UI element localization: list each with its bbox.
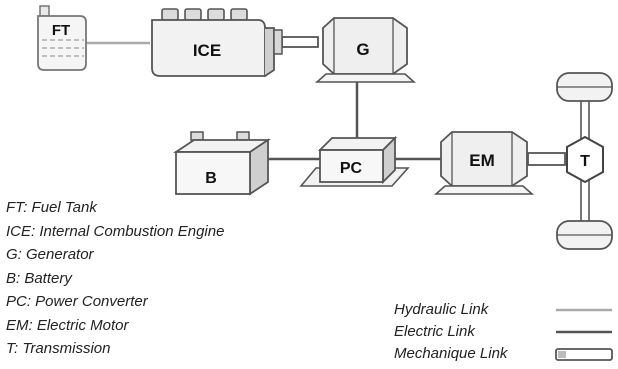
mechanical-link-em-t <box>527 152 566 166</box>
generator-label: G <box>356 40 369 59</box>
fuel-tank-label: FT <box>52 22 70 39</box>
legend-item-t: T: Transmission <box>6 340 111 357</box>
battery: B <box>173 131 271 196</box>
fuel-tank: FT <box>37 5 87 71</box>
mechanical-link-swatch <box>555 348 613 361</box>
wheel-bottom <box>556 220 613 250</box>
mechanical-link-ice-g <box>281 36 319 48</box>
legend-item-em: EM: Electric Motor <box>6 316 129 334</box>
power-converter-label: PC <box>340 160 363 177</box>
electric-link-label: Electric Link <box>394 323 475 340</box>
engine-label: ICE <box>193 41 221 60</box>
power-converter: PC <box>299 135 410 187</box>
electric-motor-label: EM <box>469 151 495 170</box>
transmission-label: T <box>580 153 590 170</box>
generator: G <box>314 17 417 83</box>
abbreviation-legend: FT: Fuel Tank ICE: Internal Combustion E… <box>6 196 224 361</box>
wheel-top <box>556 72 613 102</box>
legend-item-g: G: Generator <box>6 246 94 263</box>
mechanical-link-label: Mechanique Link <box>394 345 508 362</box>
legend-item-pc: PC: Power Converter <box>6 293 148 310</box>
transmission-assembly: T <box>556 72 613 250</box>
transmission: T <box>566 135 604 184</box>
legend-item-b: B: Battery <box>6 269 72 287</box>
legend-item-ice: ICE: Internal Combustion Engine <box>6 222 225 240</box>
electric-motor: EM <box>433 131 535 195</box>
legend-item-ft: FT: Fuel Tank <box>6 199 97 216</box>
hydraulic-link-label: Hydraulic Link <box>394 301 489 318</box>
engine: ICE <box>151 8 283 77</box>
battery-label: B <box>205 170 217 187</box>
